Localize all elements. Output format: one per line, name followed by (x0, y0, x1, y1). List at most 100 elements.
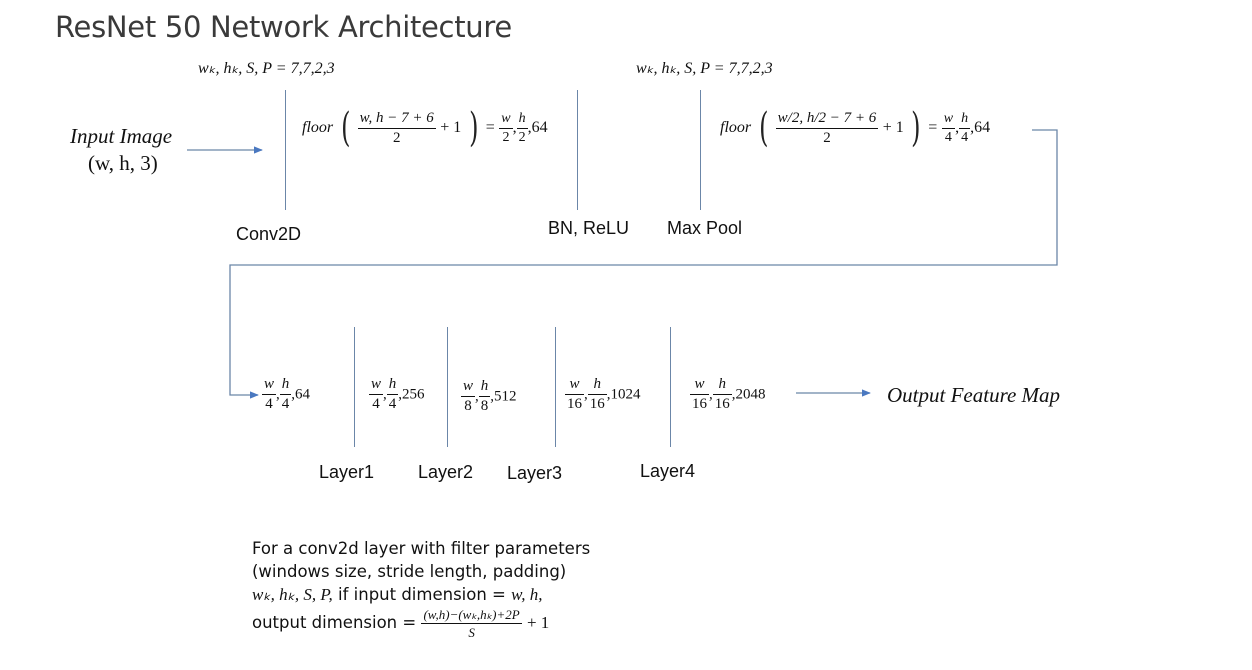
stage-2-c: ,512 (490, 388, 517, 405)
stage-2-w-den: 8 (464, 398, 472, 414)
page-title: ResNet 50 Network Architecture (55, 10, 512, 44)
pool-equals: = (928, 119, 938, 137)
layer1-divider (354, 327, 355, 447)
pool-divider (700, 90, 701, 210)
note-line2: (windows size, stride length, padding) (252, 562, 567, 581)
stage-1-h-den: 4 (388, 396, 397, 412)
input-image-label: Input Image (70, 124, 173, 148)
note-formula-plus: + 1 (526, 613, 550, 632)
stage-3-w-den: 16 (567, 396, 582, 412)
conv-equals: = (485, 119, 495, 137)
wrap-connector (229, 129, 1058, 399)
bn-relu-label: BN, ReLU (548, 218, 630, 238)
conv-paren-close: ) (468, 105, 479, 151)
conv2d-note: For a conv2d layer with filter parameter… (252, 537, 590, 639)
conv-out-h-den: 2 (518, 129, 526, 145)
pool-out-h-den: 4 (961, 129, 969, 145)
stage-3-c: ,1024 (606, 386, 641, 403)
conv-plus-one: + 1 (440, 119, 462, 137)
layer3-divider (555, 327, 556, 447)
pool-denominator: 2 (823, 129, 831, 146)
pool-out-h-num: h (959, 111, 971, 129)
pool-params: wₖ, hₖ, S, P = 7,7,2,3 (636, 60, 773, 77)
conv-fraction: w, h − 7 + 6 2 (357, 110, 436, 146)
stage-0-h-num: h (279, 377, 292, 395)
conv2d-label: Conv2D (236, 224, 302, 244)
stage-0-w-num: w (262, 377, 277, 395)
layer1-label: Layer1 (319, 462, 375, 482)
pool-out-c: ,64 (970, 119, 991, 137)
stage-4-h-den: 16 (714, 396, 730, 412)
note-formula-num: (w,h)−(wₖ,hₖ)+2P (421, 607, 522, 624)
note-line1: For a conv2d layer with filter parameter… (252, 539, 591, 558)
stage-1-w-den: 4 (372, 396, 380, 412)
layer4-divider (670, 327, 671, 447)
note-input-text: if input dimension = (332, 585, 512, 604)
pool-floor: floor (720, 119, 752, 137)
stage-2-w-num: w (461, 379, 476, 397)
pool-out-w-den: 4 (944, 129, 952, 145)
stage-3-h-den: 16 (589, 396, 605, 412)
pool-paren-open: ( (758, 105, 769, 151)
layer3-label: Layer3 (507, 463, 563, 483)
layer2-divider (447, 327, 448, 447)
stage-1-h-num: h (386, 377, 399, 395)
conv-params: wₖ, hₖ, S, P = 7,7,2,3 (198, 60, 335, 77)
bn-divider (577, 90, 578, 210)
stage-4-w-num: w (690, 377, 709, 395)
stage-3-h-num: h (587, 377, 607, 395)
stage-4-h-num: h (712, 377, 732, 395)
note-params: wₖ, hₖ, S, P, (252, 585, 333, 604)
pool-numerator: w/2, h/2 − 7 + 6 (775, 110, 879, 129)
conv-out-h-num: h (516, 111, 528, 129)
note-output-text: output dimension = (252, 613, 422, 632)
max-pool-label: Max Pool (667, 218, 743, 238)
pool-paren-close: ) (911, 105, 921, 151)
conv-out-w-num: w (499, 111, 513, 129)
output-feature-map-label: Output Feature Map (887, 383, 1061, 407)
stage-4-w-den: 16 (692, 396, 707, 412)
stage-0-c: ,64 (291, 386, 311, 403)
conv-denominator: 2 (392, 129, 401, 146)
conv-divider (285, 90, 286, 210)
note-line3: wₖ, hₖ, S, P, if input dimension = w, h, (252, 583, 590, 606)
conv-paren-open: ( (340, 105, 351, 151)
input-dimension: (w, h, 3) (88, 151, 158, 175)
stage-0-w-den: 4 (265, 396, 273, 412)
pool-plus-one: + 1 (882, 119, 904, 137)
stage-3-w-num: w (565, 377, 584, 395)
stage-1-w-num: w (369, 377, 384, 395)
layer2-label: Layer2 (418, 462, 474, 482)
stage-0-h-den: 4 (281, 396, 290, 412)
note-formula-den: S (468, 625, 475, 640)
pool-fraction: w/2, h/2 − 7 + 6 2 (775, 110, 879, 146)
stage-2-h-den: 8 (480, 398, 489, 414)
stage-4-c: ,2048 (731, 386, 766, 403)
stage-2-h-num: h (478, 379, 491, 397)
conv-out-w-den: 2 (502, 129, 510, 145)
